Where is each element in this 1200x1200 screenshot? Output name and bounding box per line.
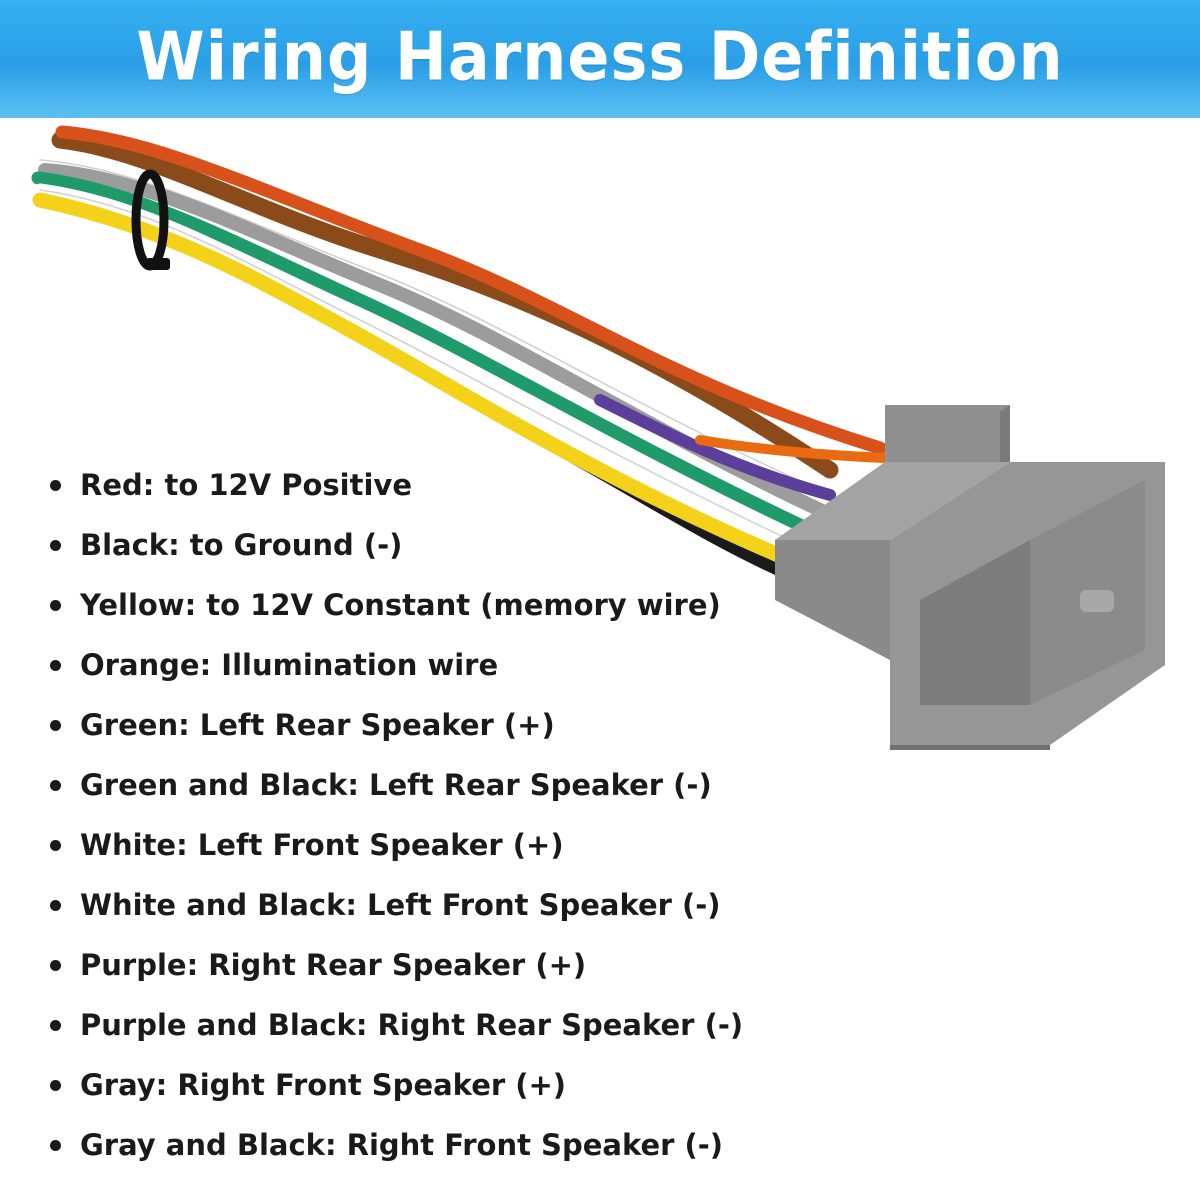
list-item: Green and Black: Left Rear Speaker (-): [50, 755, 810, 815]
wire-definition-text: Gray and Black: Right Front Speaker (-): [80, 1128, 724, 1162]
wire-definition-text: Purple: Right Rear Speaker (+): [80, 948, 587, 982]
list-item: Orange: Illumination wire: [50, 635, 810, 695]
wire-definition-text: Yellow: to 12V Constant (memory wire): [80, 588, 721, 622]
list-item: White and Black: Left Front Speaker (-): [50, 875, 810, 935]
list-item: Purple: Right Rear Speaker (+): [50, 935, 810, 995]
page-title: Wiring Harness Definition: [136, 16, 1064, 96]
connector: [775, 405, 1165, 750]
bullet-icon: [50, 659, 61, 671]
bullet-icon: [50, 839, 61, 851]
list-item: Gray and Black: Right Front Speaker (-): [50, 1115, 810, 1175]
wire-purple: [594, 394, 836, 501]
bullet-icon: [50, 779, 61, 791]
bullet-icon: [50, 719, 61, 731]
list-item: Purple and Black: Right Rear Speaker (-): [50, 995, 810, 1055]
list-item: Red: to 12V Positive: [50, 455, 810, 515]
wire-green: [31, 171, 807, 532]
wire-definition-text: Green: Left Rear Speaker (+): [80, 708, 555, 742]
list-item: Green: Left Rear Speaker (+): [50, 695, 810, 755]
wire-red: [55, 125, 887, 455]
wire-definition-text: White: Left Front Speaker (+): [80, 828, 564, 862]
wire-definition-text: Purple and Black: Right Rear Speaker (-): [80, 1008, 744, 1042]
wire-definition-text: Red: to 12V Positive: [80, 468, 412, 502]
wire-orange: [695, 435, 890, 463]
wire-white-lower-outline: [39, 189, 791, 541]
wire-definition-text: Gray: Right Front Speaker (+): [80, 1068, 567, 1102]
list-item: Black: to Ground (-): [50, 515, 810, 575]
wire-definition-list: Red: to 12V Positive Black: to Ground (-…: [50, 455, 810, 1175]
bullet-icon: [50, 479, 61, 491]
wiring-harness-illustration: [31, 125, 1165, 750]
list-item: White: Left Front Speaker (+): [50, 815, 810, 875]
bullet-icon: [50, 1139, 61, 1151]
cable-tie: [131, 169, 170, 271]
wire-yellow: [32, 192, 798, 568]
wire-definition-text: Black: to Ground (-): [80, 528, 403, 562]
bullet-icon: [50, 899, 61, 911]
wire-definition-text: White and Black: Left Front Speaker (-): [80, 888, 721, 922]
wire-definition-text: Orange: Illumination wire: [80, 648, 499, 682]
title-banner: Wiring Harness Definition: [0, 0, 1200, 118]
list-item: Gray: Right Front Speaker (+): [50, 1055, 810, 1115]
bullet-icon: [50, 959, 61, 971]
bullet-icon: [50, 1079, 61, 1091]
bullet-icon: [50, 599, 61, 611]
wire-definition-text: Green and Black: Left Rear Speaker (-): [80, 768, 712, 802]
list-item: Yellow: to 12V Constant (memory wire): [50, 575, 810, 635]
bullet-icon: [50, 539, 61, 551]
bullet-icon: [50, 1019, 61, 1031]
wire-brown: [51, 131, 839, 479]
